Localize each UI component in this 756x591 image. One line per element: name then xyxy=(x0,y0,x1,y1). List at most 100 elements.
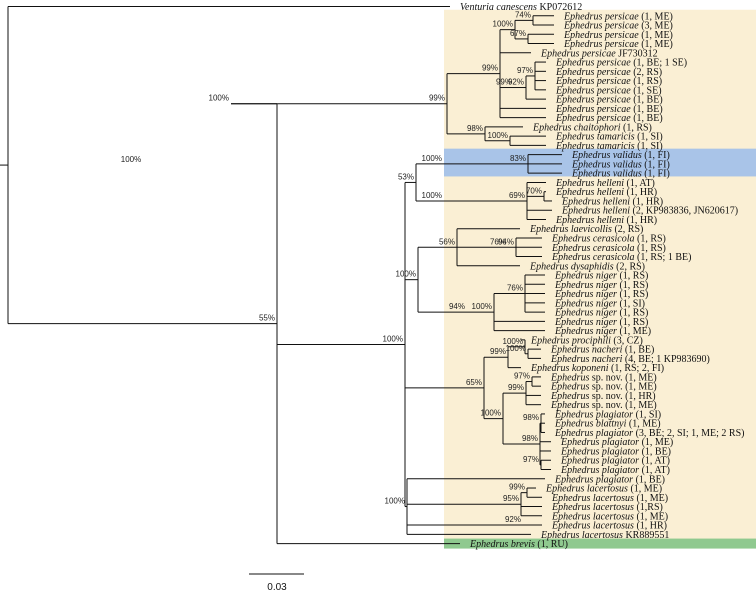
leaf-detail: (1, SI) xyxy=(635,132,663,143)
leaf-label: Ephedrus validus (1, FI) xyxy=(571,159,670,170)
leaf-species: Ephedrus niger xyxy=(554,280,617,291)
leaf-detail: (1, RS) xyxy=(617,271,648,282)
leaf-species: Ephedrus validus xyxy=(571,150,642,161)
leaf-label: Ephedrus lacertosus (1, HR) xyxy=(551,521,667,532)
support-value: 100% xyxy=(209,94,229,103)
leaf-detail: (1, FI) xyxy=(642,150,670,161)
leaf-label: Ephedrus niger (1, RS) xyxy=(554,317,648,328)
leaf-label: Ephedrus laevicollis (2, RS) xyxy=(529,224,643,235)
support-value: 97% xyxy=(514,372,530,381)
leaf-label: Ephedrus lacertosus (1, ME) xyxy=(551,511,668,522)
leaf-label: Ephedrus persicae (3, ME) xyxy=(563,21,673,32)
leaf-label: Ephedrus persicae (1, BE; 1 SE) xyxy=(555,58,687,69)
leaf-detail: (1, RS; 1 BE) xyxy=(635,252,692,263)
support-value: 99% xyxy=(482,64,498,73)
leaf-label: Venturia canescens KP072612 xyxy=(460,2,582,13)
leaf-detail: (1, ME) xyxy=(639,30,673,41)
leaf-label: Ephedrus helleni (1, AT) xyxy=(555,178,655,189)
leaf-detail: (3, ME) xyxy=(639,21,673,32)
support-value: 99% xyxy=(490,347,506,356)
leaf-species: Ephedrus cerasicola xyxy=(551,243,635,254)
leaf-species: Ephedrus persicae xyxy=(540,48,616,59)
leaf-detail: KP072612 xyxy=(537,2,582,13)
leaf-detail: sp. nov. (1, ME) xyxy=(589,400,656,411)
leaf-species: Ephedrus xyxy=(550,391,589,402)
leaf-detail: sp. nov. (1, ME) xyxy=(589,372,656,383)
support-value: 53% xyxy=(398,172,414,181)
leaf-species: Ephedrus helleni xyxy=(555,178,624,189)
leaf-species: Ephedrus xyxy=(550,382,589,393)
leaf-detail: (1, RU) xyxy=(535,539,568,550)
leaf-label: Ephedrus helleni (1, HR) xyxy=(561,196,663,207)
leaf-label: Ephedrus niger (1, RS) xyxy=(554,289,648,300)
leaf-species: Ephedrus persicae xyxy=(555,104,631,115)
leaf-label: Ephedrus helleni (2, KP983836, JN620617) xyxy=(561,206,738,217)
leaf-detail: (1, HR) xyxy=(624,215,657,226)
leaf-detail: (2, RS) xyxy=(614,261,645,272)
leaf-detail: sp. nov. (1, ME) xyxy=(589,382,656,393)
support-value: 98% xyxy=(467,124,483,133)
support-value: 76% xyxy=(490,237,506,246)
leaf-label: Ephedrus plagiator (1, BE) xyxy=(554,474,665,485)
support-value: 100% xyxy=(422,154,442,163)
leaf-detail: (2, RS) xyxy=(612,224,643,235)
support-value: 100% xyxy=(396,270,416,279)
support-value: 100% xyxy=(472,302,492,311)
leaf-species: Ephedrus lacertosus xyxy=(551,493,634,504)
leaf-label: Ephedrus cerasicola (1, RS) xyxy=(551,243,666,254)
leaf-species: Ephedrus nacheri xyxy=(550,354,623,365)
scale-bar: 0.03 xyxy=(249,573,304,591)
support-value: 97% xyxy=(517,66,533,75)
leaf-detail: (1, BE) xyxy=(622,345,654,356)
leaf-detail: (2, KP983836, JN620617) xyxy=(630,206,738,217)
support-value: 94% xyxy=(449,302,465,311)
leaf-species: Ephedrus helleni xyxy=(561,206,630,217)
leaf-detail: JF730312 xyxy=(616,48,658,59)
leaf-detail: sp. nov. (1, HR) xyxy=(589,391,655,402)
leaf-detail: (2, RS) xyxy=(631,67,662,78)
leaf-label: Ephedrus tamaricis (1, SI) xyxy=(555,141,663,152)
leaf-detail: (1, BE) xyxy=(639,446,671,457)
leaf-label: Ephedrus persicae (2, RS) xyxy=(555,67,662,78)
leaf-species: Ephedrus cerasicola xyxy=(551,234,635,245)
leaf-detail: (1, BE) xyxy=(631,95,663,106)
leaf-species: Ephedrus helleni xyxy=(555,215,624,226)
leaf-label: Ephedrus lacertosus (1, ME) xyxy=(551,493,668,504)
leaf-label: Ephedrus dysaphidis (2, RS) xyxy=(529,261,645,272)
support-value: 69% xyxy=(509,191,525,200)
leaf-label: Ephedrus niger (1, ME) xyxy=(554,326,651,337)
leaf-label: Ephedrus validus (1, FI) xyxy=(571,150,670,161)
support-value: 74% xyxy=(515,10,531,19)
support-value: 99% xyxy=(508,383,524,392)
leaf-label: Ephedrus niger (1, SI) xyxy=(554,298,645,309)
leaf-label: Ephedrus niger (1, RS) xyxy=(554,271,648,282)
leaf-species: Ephedrus plagiator xyxy=(554,409,633,420)
leaf-detail: (3, BE; 2, SI; 1, ME; 2 RS) xyxy=(633,428,744,439)
leaf-species: Ephedrus niger xyxy=(554,308,617,319)
leaf-detail: (1, RS) xyxy=(617,280,648,291)
leaf-species: Ephedrus lacertosus xyxy=(551,511,634,522)
leaf-label: Ephedrus persicae (1, ME) xyxy=(563,11,673,22)
leaf-species: Ephedrus niger xyxy=(554,289,617,300)
support-value: 100% xyxy=(488,131,508,140)
leaf-label: Ephedrus validus (1, FI) xyxy=(571,169,670,180)
leaf-label: Ephedrus persicae (1, RS) xyxy=(555,76,662,87)
leaf-label: Ephedrus persicae (1, ME) xyxy=(563,39,673,50)
support-value: 56% xyxy=(439,237,455,246)
leaf-detail: (1, RS; 2, FI) xyxy=(609,363,665,374)
leaf-detail: (1, BE; 1 SE) xyxy=(631,58,687,69)
leaf-species: Ephedrus niger xyxy=(554,271,617,282)
leaf-detail: KR889551 xyxy=(623,530,669,541)
support-value: 100% xyxy=(481,409,501,418)
leaf-label: Ephedrus cerasicola (1, RS; 1 BE) xyxy=(551,252,691,263)
support-value: 100% xyxy=(506,344,526,353)
leaf-detail: (3, CZ) xyxy=(611,335,643,346)
leaf-species: Ephedrus validus xyxy=(571,159,642,170)
leaf-detail: (1, ME) xyxy=(628,484,662,495)
support-value: 92% xyxy=(505,515,521,524)
support-value: 100% xyxy=(422,191,442,200)
support-value: 99% xyxy=(509,483,525,492)
leaf-label: Ephedrus helleni (1, HR) xyxy=(555,187,657,198)
